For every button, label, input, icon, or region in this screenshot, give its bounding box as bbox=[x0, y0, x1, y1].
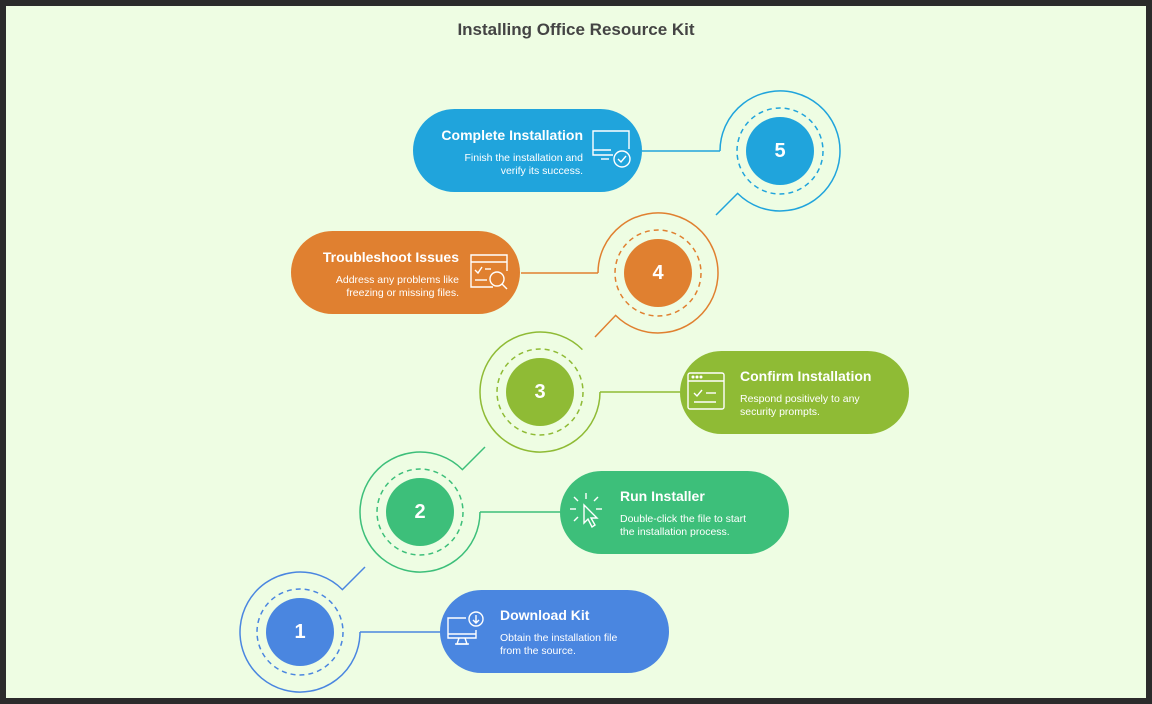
step-3-title: Confirm Installation bbox=[740, 368, 872, 384]
step-2-number: 2 bbox=[386, 478, 454, 546]
step-1-description: Obtain the installation file from the so… bbox=[500, 632, 618, 657]
step-5-title: Complete Installation bbox=[441, 127, 583, 143]
step-4-description: Address any problems like freezing or mi… bbox=[335, 274, 459, 299]
step-1-title: Download Kit bbox=[500, 607, 590, 623]
step-2-title: Run Installer bbox=[620, 488, 705, 504]
step-3-number: 3 bbox=[506, 358, 574, 426]
step-3-card: Confirm Installation Respond positively … bbox=[680, 351, 909, 434]
step-5-card: Complete Installation Finish the install… bbox=[413, 109, 642, 192]
checklist-search-icon bbox=[470, 254, 508, 290]
step-5-rings bbox=[642, 90, 841, 216]
step-4-number: 4 bbox=[624, 239, 692, 307]
step-1-card: Download Kit Obtain the installation fil… bbox=[440, 590, 669, 673]
step-4-card: Troubleshoot Issues Address any problems… bbox=[291, 231, 520, 314]
monitor-download-icon bbox=[447, 611, 484, 645]
step-3-rings bbox=[479, 331, 680, 453]
step-3-description: Respond positively to any security promp… bbox=[740, 393, 860, 418]
step-1-number: 1 bbox=[266, 598, 334, 666]
step-4-rings bbox=[521, 212, 719, 338]
step-2-description: Double-click the file to start the insta… bbox=[620, 513, 747, 538]
step-4-title: Troubleshoot Issues bbox=[322, 249, 459, 265]
diagram-title: Installing Office Resource Kit bbox=[457, 20, 695, 39]
step-5-description: Finish the installation and verify its s… bbox=[464, 152, 584, 177]
step-2-rings bbox=[359, 446, 560, 573]
step-5-number: 5 bbox=[746, 117, 814, 185]
step-2-card: Run Installer Double-click the file to s… bbox=[560, 471, 789, 554]
cursor-click-icon bbox=[570, 493, 602, 529]
window-checklist-icon bbox=[687, 372, 725, 410]
monitor-check-icon bbox=[592, 130, 631, 168]
step-1-rings bbox=[239, 566, 440, 693]
